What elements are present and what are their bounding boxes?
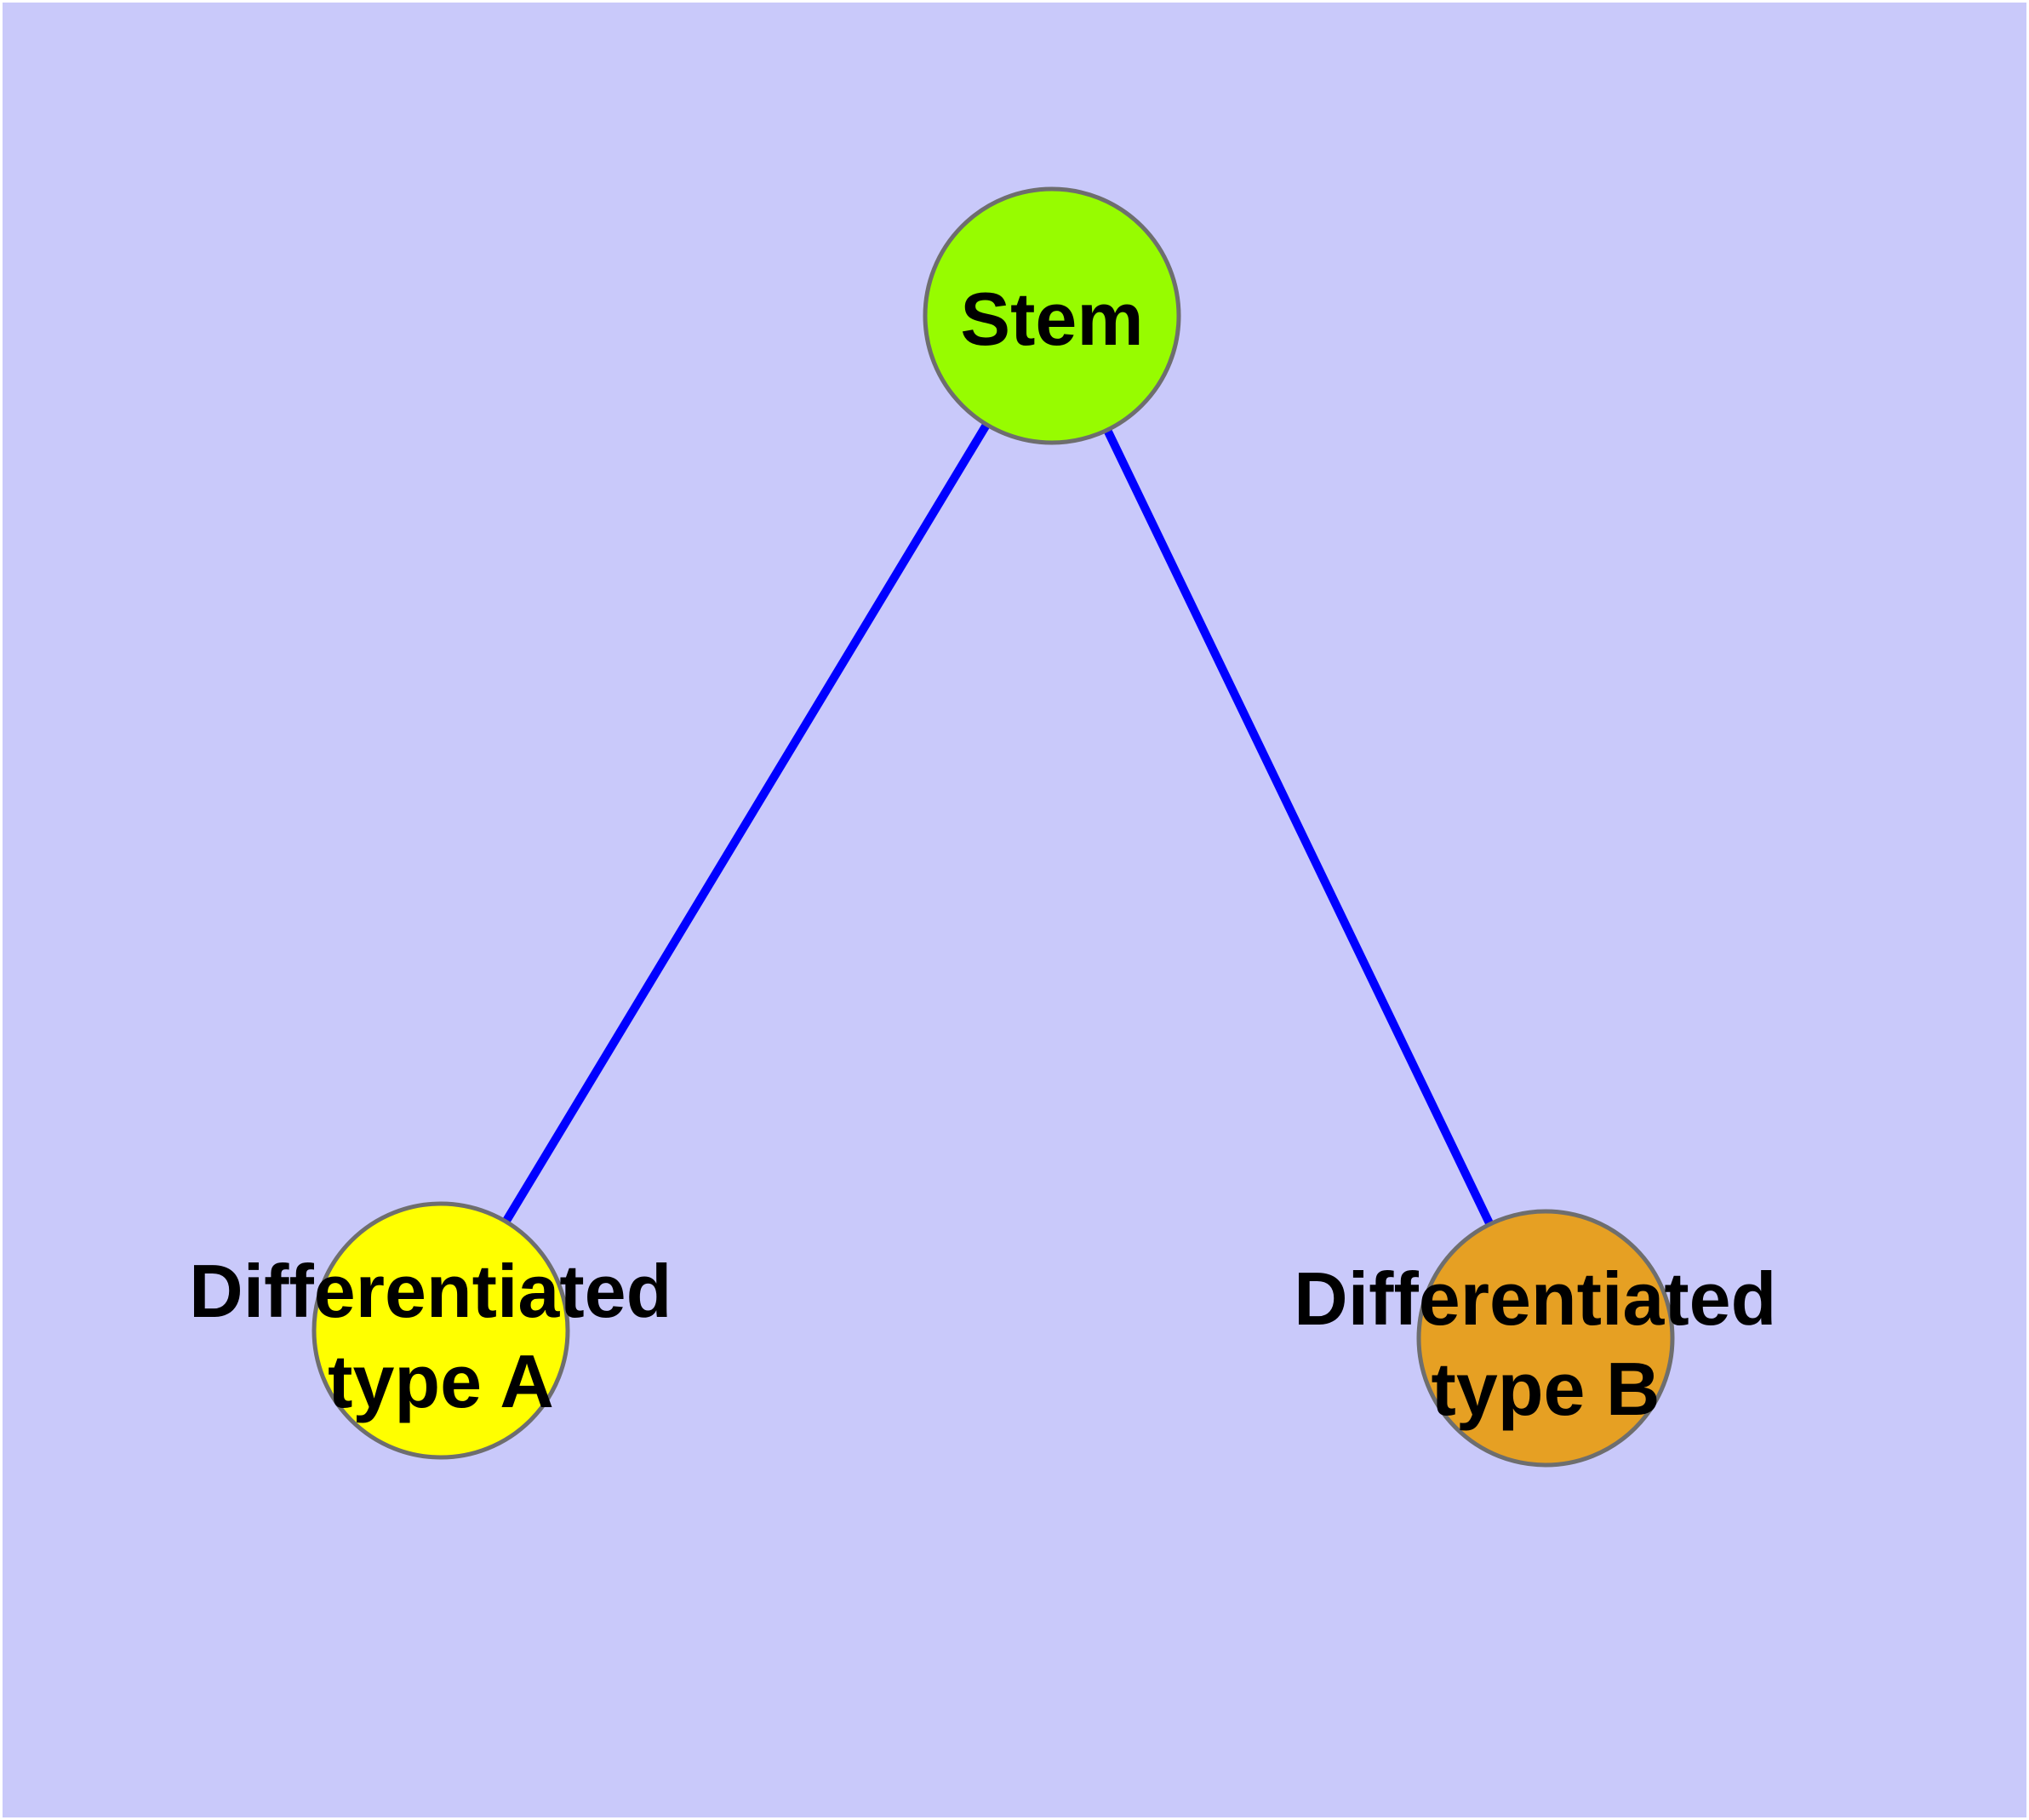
node-stem-circle (923, 186, 1181, 445)
node-differentiated-type-b-circle (1416, 1209, 1675, 1468)
edge-stem-to-type-b (1103, 427, 1494, 1226)
node-differentiated-type-b: Differentiated type B (1294, 1209, 1798, 1468)
node-differentiated-type-a-label-line2: type A (328, 1339, 554, 1423)
node-differentiated-type-a-label-line1: Differentiated (189, 1249, 672, 1333)
node-differentiated-type-b-label: Differentiated type B (1294, 1256, 1798, 1431)
node-differentiated-type-b-label-line1: Differentiated (1294, 1256, 1776, 1341)
node-differentiated-type-a-circle (311, 1201, 570, 1460)
node-stem-label-line1: Stem (960, 277, 1143, 361)
node-stem: Stem (923, 186, 1181, 445)
node-differentiated-type-a-label: Differentiated type A (189, 1249, 693, 1423)
node-differentiated-type-a: Differentiated type A (189, 1201, 693, 1460)
node-differentiated-type-b-label-line2: type B (1432, 1347, 1660, 1431)
edge-stem-to-type-a (502, 422, 991, 1223)
node-stem-label: Stem (960, 277, 1143, 361)
